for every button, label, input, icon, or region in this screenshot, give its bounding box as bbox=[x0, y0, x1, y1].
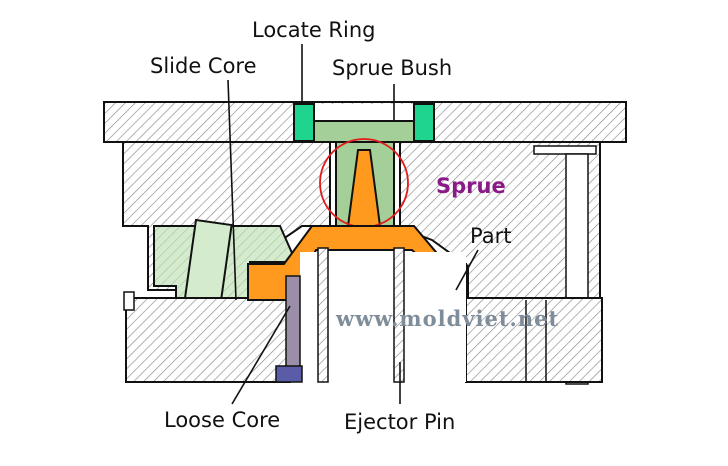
watermark-text: www.moldviet.net bbox=[336, 306, 560, 331]
leader-slide-core bbox=[227, 79, 237, 301]
label-sprue: Sprue bbox=[436, 174, 506, 198]
core-plate bbox=[125, 297, 291, 383]
leader-part bbox=[455, 249, 479, 291]
guide-pin-channel bbox=[533, 145, 597, 155]
ejector-pin-1 bbox=[317, 247, 329, 383]
label-locate-ring: Locate Ring bbox=[252, 18, 376, 42]
label-loose-core: Loose Core bbox=[164, 408, 281, 432]
label-part: Part bbox=[470, 224, 512, 248]
loose-core-rod bbox=[285, 275, 301, 375]
screw-head bbox=[123, 291, 135, 311]
locate-ring-left bbox=[293, 103, 315, 142]
ejector-pin-2 bbox=[393, 247, 405, 383]
leader-loose-core bbox=[231, 305, 291, 405]
label-slide-core: Slide Core bbox=[150, 54, 257, 78]
locate-ring-right bbox=[413, 103, 435, 142]
label-sprue-bush: Sprue Bush bbox=[332, 56, 453, 80]
label-ejector-pin: Ejector Pin bbox=[344, 410, 456, 434]
loose-core-block bbox=[275, 365, 303, 383]
